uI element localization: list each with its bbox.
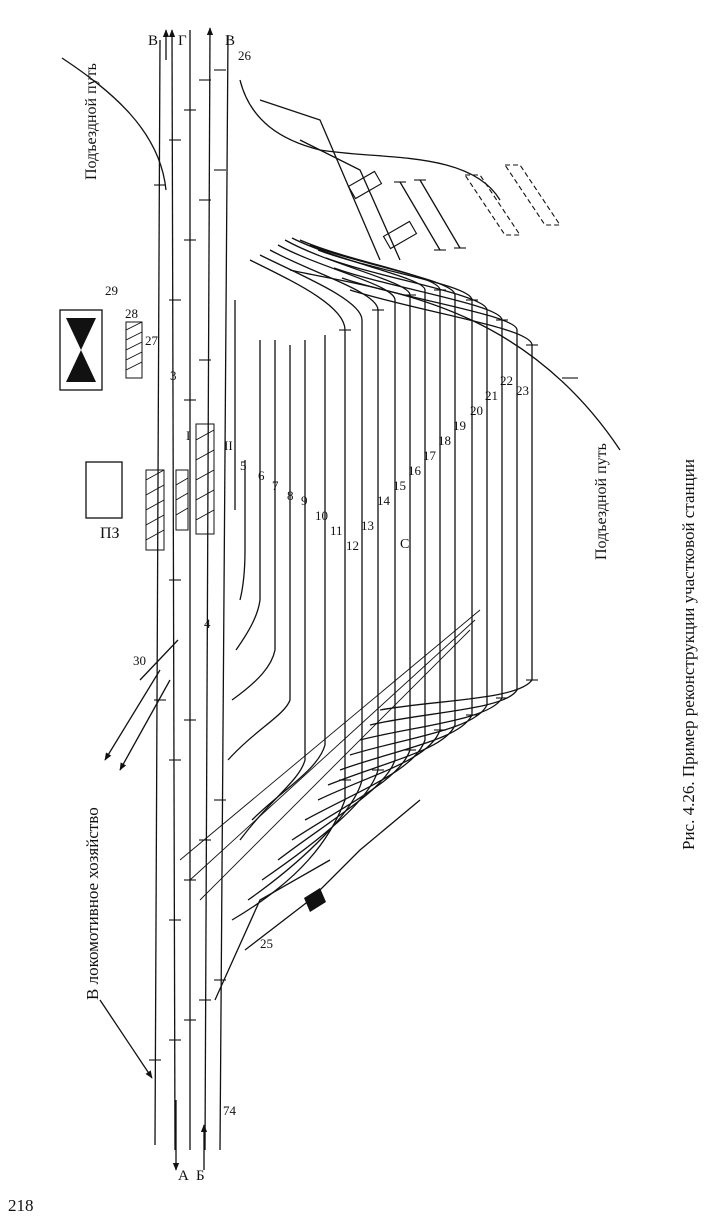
passenger-platform bbox=[59, 309, 103, 391]
track-label-15: 15 bbox=[393, 478, 406, 493]
track-label-5: 5 bbox=[240, 458, 247, 473]
track-label-21: 21 bbox=[485, 388, 498, 403]
track-label-16: 16 bbox=[408, 463, 422, 478]
main-tracks bbox=[154, 27, 229, 1171]
track-label-14: 14 bbox=[377, 493, 391, 508]
pz-building bbox=[85, 461, 123, 519]
track-label-22: 22 bbox=[500, 373, 513, 388]
track-label-17: 17 bbox=[423, 448, 437, 463]
top-right-tracks bbox=[61, 57, 621, 451]
track-label-ii: II bbox=[224, 438, 233, 453]
loco-branch bbox=[99, 639, 179, 1079]
track-label-74: 74 bbox=[223, 1103, 237, 1118]
direction-g: Г bbox=[178, 33, 187, 49]
main-track-b bbox=[204, 27, 214, 1151]
track-label-30: 30 bbox=[133, 653, 146, 668]
track-label-3: 3 bbox=[170, 368, 177, 383]
track-label-8: 8 bbox=[287, 488, 294, 503]
text-labels: ПЗ С В локомотивное хозяйство Подъездной… bbox=[83, 63, 698, 1000]
pz-label: ПЗ bbox=[100, 525, 120, 542]
direction-labels: А Б В Г В bbox=[148, 33, 235, 1184]
track-label-11: 11 bbox=[330, 523, 343, 538]
track-label-28: 28 bbox=[125, 306, 138, 321]
track-label-26: 26 bbox=[238, 48, 252, 63]
track-label-25: 25 bbox=[260, 936, 273, 951]
track-label-13: 13 bbox=[361, 518, 374, 533]
direction-v-right: В bbox=[225, 33, 235, 49]
label-c: С bbox=[400, 537, 409, 552]
track-label-7: 7 bbox=[272, 478, 279, 493]
track-label-20: 20 bbox=[470, 403, 483, 418]
track-label-23: 23 bbox=[516, 383, 529, 398]
hump-marker bbox=[304, 888, 326, 912]
main-track-74 bbox=[219, 34, 229, 1151]
buildings bbox=[59, 309, 326, 912]
track-label-18: 18 bbox=[438, 433, 451, 448]
access-track-label-bottom: Подъездной путь bbox=[593, 443, 610, 560]
track-label-19: 19 bbox=[453, 418, 466, 433]
direction-v-left: В bbox=[148, 33, 158, 49]
track-label-10: 10 bbox=[315, 508, 328, 523]
main-track-g bbox=[168, 29, 176, 1151]
access-track-label-top: Подъездной путь bbox=[83, 63, 100, 180]
loco-label: В локомотивное хозяйство bbox=[83, 807, 102, 1000]
track-label-i: I bbox=[186, 428, 190, 443]
sorting-yard bbox=[179, 237, 533, 1001]
page-number: 218 bbox=[8, 1196, 34, 1215]
track-label-29: 29 bbox=[105, 283, 118, 298]
track-label-9: 9 bbox=[301, 493, 308, 508]
ticks bbox=[149, 69, 538, 1061]
main-track-a bbox=[154, 39, 161, 1146]
direction-a: А bbox=[178, 1168, 189, 1184]
direction-b: Б bbox=[196, 1168, 205, 1184]
figure-caption: Рис. 4.26. Пример реконструкции участков… bbox=[679, 459, 698, 850]
track-label-4: 4 bbox=[204, 616, 211, 631]
track-label-12: 12 bbox=[346, 538, 359, 553]
track-label-27: 27 bbox=[145, 333, 159, 348]
track-number-labels: 74 25 30 4 3 I II 5 6 7 8 9 10 11 12 13 … bbox=[105, 48, 529, 1118]
track-label-6: 6 bbox=[258, 468, 265, 483]
